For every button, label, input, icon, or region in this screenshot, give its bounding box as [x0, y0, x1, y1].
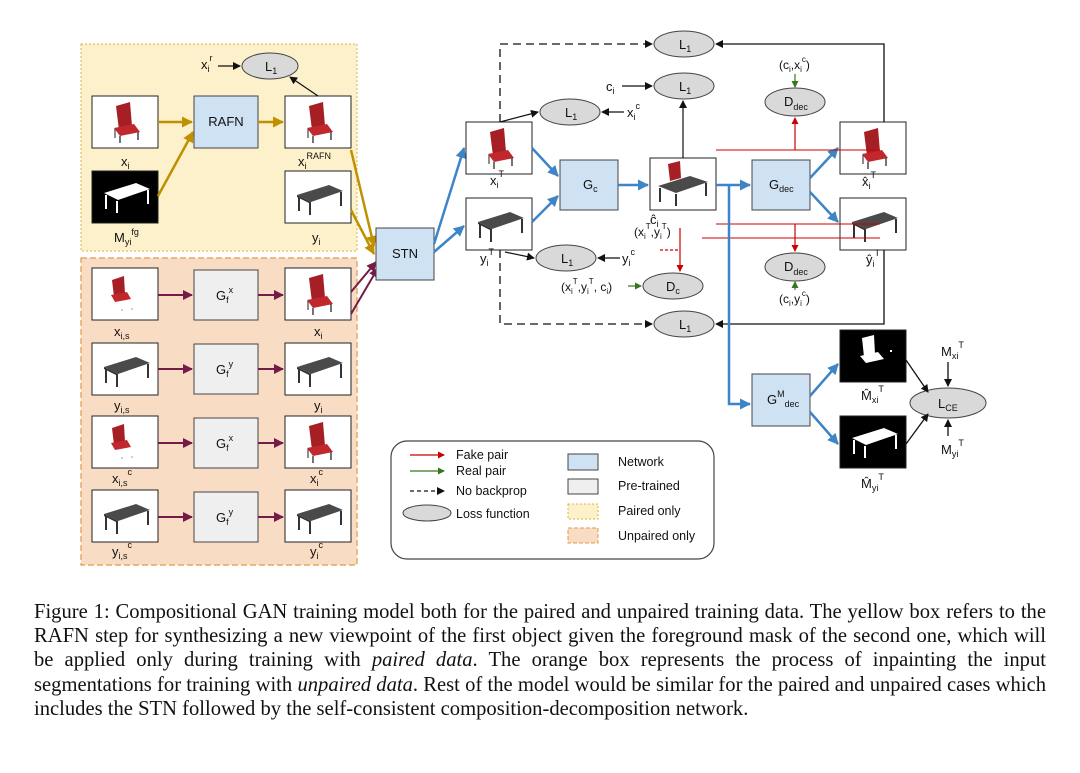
legend-no-backprop: No backprop [456, 484, 527, 498]
caption-text: . The orange box represents the process … [34, 649, 1046, 696]
gmdec-network [751, 373, 811, 427]
dc-real-input-label: (xiT,yiT, ci) [561, 277, 612, 296]
gfx-label: Gfx [216, 285, 234, 305]
dc-fake-input-label: (xiT,yiT) [634, 222, 671, 241]
xi-rafn-label: xiRAFN [298, 151, 331, 171]
figure-caption: Figure 1: Compositional GAN training mod… [34, 600, 1046, 721]
chair-thumbnail [284, 267, 352, 321]
gc-label: Gc [583, 177, 598, 194]
legend-real-pair: Real pair [456, 464, 506, 478]
xi-label: xi [314, 324, 323, 341]
l1-loss-xic [539, 98, 601, 126]
foreground-mask [839, 415, 907, 469]
l1-loss-top [653, 30, 715, 58]
legend-paired-only: Paired only [618, 504, 681, 518]
chair-thumbnail [284, 95, 352, 149]
xic-label: xic [627, 101, 641, 122]
yic-label: yic [622, 247, 636, 268]
yiT-label: yiT [480, 247, 495, 268]
legend: Fake pair Real pair No backprop Loss fun… [390, 440, 715, 560]
ddec-real-bottom-label: (ci,yic) [779, 289, 810, 308]
chair-thumbnail [91, 415, 159, 469]
mxiT-hat-label: M̂xiT [861, 384, 884, 405]
legend-unpaired-only: Unpaired only [618, 529, 696, 543]
dc-discriminator [642, 272, 704, 300]
legend-pretrained: Pre-trained [618, 479, 680, 493]
rafn-network [193, 95, 259, 149]
myiT-label: MyiT [941, 438, 964, 459]
chair-thumbnail [91, 95, 159, 149]
ddec-label: Ddec [784, 259, 808, 277]
mxiT-label: MxiT [941, 340, 964, 361]
l1-label: L1 [265, 59, 277, 76]
table-thumbnail [284, 342, 352, 396]
legend-loss-function: Loss function [456, 507, 530, 521]
table-thumbnail [91, 342, 159, 396]
foreground-mask [91, 170, 159, 224]
yiT-hat-label: ŷiT [866, 248, 881, 269]
table-thumbnail [91, 489, 159, 543]
yic-label: yic [310, 540, 324, 561]
xis-label: xi,s [114, 324, 130, 341]
ddec-discriminator-top [764, 87, 826, 117]
yi-label: yi [314, 398, 323, 415]
xiT-label: xiT [490, 169, 505, 190]
ci-label: ci [606, 79, 615, 96]
caption-emphasis: paired data [371, 649, 473, 672]
gfy-label: Gfy [216, 359, 234, 379]
mask-label: Myifg [114, 227, 139, 247]
legend-fake-pair: Fake pair [456, 448, 508, 462]
yi-label: yi [312, 230, 321, 247]
gdec-network [751, 159, 811, 211]
yis-label: yi,s [114, 398, 130, 415]
lce-loss [909, 387, 987, 419]
myiT-hat-label: M̂yiT [861, 472, 884, 493]
l1-label: L1 [679, 37, 691, 54]
gfx-pretrained [193, 269, 259, 321]
yisc-label: yi,sc [112, 540, 133, 561]
gmdec-label: GMdec [767, 389, 800, 409]
dc-label: Dc [666, 279, 680, 296]
chair-thumbnail [284, 415, 352, 469]
lce-label: LCE [938, 396, 958, 413]
chair-thumbnail [91, 267, 159, 321]
composite-thumbnail [649, 157, 717, 211]
gdec-label: Gdec [769, 177, 794, 194]
legend-network: Network [618, 455, 665, 469]
gfx-label: Gfx [216, 433, 234, 453]
chair-thumbnail [465, 121, 533, 175]
xiT-hat-label: x̂iT [862, 170, 877, 191]
ci-hat-label: ĉi [650, 212, 659, 229]
stn-label: STN [392, 246, 418, 261]
l1-label: L1 [679, 79, 691, 96]
stn-network [375, 227, 435, 281]
xi-label: xi [121, 154, 130, 171]
l1-loss-yic [535, 244, 597, 272]
l1-label: L1 [561, 251, 573, 268]
xic-label: xic [310, 467, 324, 488]
table-thumbnail [284, 489, 352, 543]
gfy-label: Gfy [216, 507, 234, 527]
l1-label: L1 [565, 105, 577, 122]
compositional-gan-diagram: xi Myifg RAFN xiRAFN yi L1 xir xi,s Gfx … [80, 30, 987, 566]
table-thumbnail [284, 170, 352, 224]
foreground-mask [839, 329, 907, 383]
ddec-real-top-label: (ci,xic) [779, 55, 810, 74]
table-thumbnail [465, 197, 533, 251]
xi-r-label: xir [201, 53, 213, 74]
l1-loss-bottom [653, 310, 715, 338]
l1-loss-rafn [241, 52, 299, 80]
rafn-label: RAFN [208, 114, 243, 129]
caption-emphasis: unpaired data [297, 673, 413, 696]
xisc-label: xi,sc [112, 467, 133, 488]
ddec-label: Ddec [784, 94, 808, 112]
l1-label: L1 [679, 317, 691, 334]
caption-text: . Rest of the model would be similar for… [34, 673, 1047, 720]
caption-text: Figure 1: Compositional GAN training mod… [34, 601, 1046, 672]
chair-thumbnail [839, 121, 907, 175]
l1-loss-composite [653, 72, 715, 100]
